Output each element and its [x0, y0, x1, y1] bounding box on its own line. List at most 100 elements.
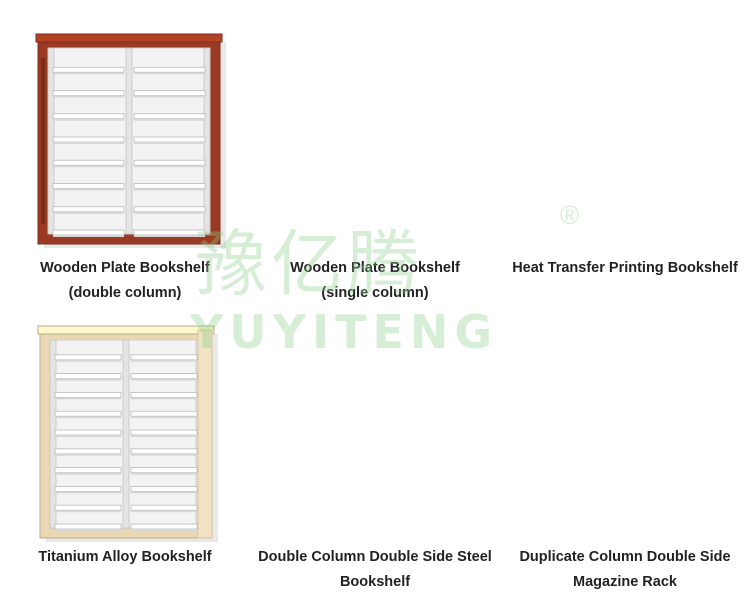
shelf-board [54, 373, 122, 379]
shelf-board-shadow [55, 378, 121, 381]
product-name-line2: Bookshelf [339, 574, 411, 590]
shelf-board [133, 66, 206, 73]
product-caption: Titanium Alloy Bookshelf [0, 545, 250, 570]
shelf-top-cap [37, 325, 215, 335]
product-name-line1: Titanium Alloy Bookshelf [38, 549, 212, 565]
shelf-board [133, 113, 206, 120]
shelf-board-shadow [131, 359, 197, 362]
product-card-heat-transfer: Heat Transfer Printing Bookshelf [500, 0, 750, 300]
shelf-board [130, 523, 198, 530]
shelf-board-shadow [134, 165, 205, 168]
product-name-line1: Wooden Plate Bookshelf [40, 260, 210, 276]
product-card-wooden-single: Wooden Plate Bookshelf (single column) [250, 0, 500, 301]
shelf-board [133, 229, 206, 236]
product-name-line2: Magazine Rack [573, 574, 677, 590]
shelf-board-shadow [53, 188, 124, 191]
shelf-board-shadow [131, 378, 197, 381]
shelf-board [52, 229, 125, 236]
shelf-board-shadow [55, 510, 121, 513]
titanium-alloy-bookshelf-image [37, 325, 218, 542]
shelf-board-shadow [53, 165, 124, 168]
product-name-line1: Heat Transfer Printing Bookshelf [512, 260, 738, 276]
shelf-board-shadow [131, 435, 197, 437]
shelf-board-shadow [53, 211, 124, 214]
product-caption: Heat Transfer Printing Bookshelf [500, 256, 750, 281]
product-name-line1: Wooden Plate Bookshelf [290, 260, 460, 276]
shelf-board-shadow [55, 435, 121, 437]
wood-side-groove [41, 58, 45, 224]
product-name-line1: Duplicate Column Double Side [519, 549, 731, 565]
shelf-board [52, 113, 125, 120]
shelf-board [130, 448, 198, 455]
shelf-board [54, 354, 122, 361]
shelf-board-shadow [134, 142, 205, 144]
shelf-board [54, 467, 122, 474]
titanium-side-panel [197, 329, 213, 539]
shelf-board-shadow [134, 118, 205, 121]
shelf-board-shadow [55, 453, 121, 456]
shelf-board [54, 392, 122, 398]
shelf-board-shadow [134, 188, 205, 191]
shelf-board [130, 392, 198, 398]
wooden-double-column-bookshelf-image [35, 33, 226, 248]
product-caption: Double Column Double Side Steel Bookshel… [250, 545, 500, 595]
shelf-board [52, 206, 125, 213]
shelf-board-shadow [131, 472, 197, 475]
shelf-upright [122, 339, 130, 529]
shelf-board-shadow [134, 95, 205, 98]
shelf-board-shadow [53, 142, 124, 144]
shelf-board-shadow [131, 529, 197, 531]
shelf-board [52, 66, 125, 73]
wooden-single-column-bookshelf-image [250, 0, 500, 250]
product-caption: Wooden Plate Bookshelf (double column) [0, 256, 250, 306]
shelf-board [54, 410, 122, 417]
shelf-board [54, 448, 122, 455]
shelf-board [52, 183, 125, 189]
product-card-steel: Double Column Double Side Steel Bookshel… [250, 300, 500, 600]
shelf-board-shadow [131, 453, 197, 456]
product-name-line2: (double column) [68, 285, 182, 301]
steel-double-side-bookshelf-image [250, 300, 500, 545]
shelf-top-cap [35, 33, 223, 43]
shelf-board [54, 485, 122, 492]
shelf-board-shadow [134, 235, 205, 237]
shelf-board [54, 429, 122, 436]
product-name-line2: (single column) [321, 285, 429, 301]
product-name-line1: Double Column Double Side Steel [258, 549, 492, 565]
shelf-board-shadow [55, 397, 121, 400]
shelf-board [133, 183, 206, 189]
shelf-board-shadow [53, 95, 124, 98]
shelf-board [52, 136, 125, 143]
shelf-board-shadow [55, 359, 121, 362]
shelf-board-shadow [134, 72, 205, 75]
shelf-board-shadow [134, 211, 205, 214]
heat-transfer-bookshelf-image [500, 0, 750, 250]
magazine-rack-image [500, 300, 750, 545]
shelf-board [130, 410, 198, 417]
shelf-board-shadow [55, 491, 121, 494]
shelf-board [130, 354, 198, 361]
product-card-magazine-rack: Duplicate Column Double Side Magazine Ra… [500, 300, 750, 600]
shelf-board [133, 206, 206, 213]
shelf-upright [125, 47, 133, 235]
shelf-board [130, 467, 198, 474]
shelf-board-shadow [131, 416, 197, 419]
shelf-board-shadow [55, 416, 121, 419]
shelf-board [52, 90, 125, 96]
product-caption: Duplicate Column Double Side Magazine Ra… [500, 545, 750, 595]
product-card-titanium: Titanium Alloy Bookshelf [0, 300, 250, 600]
shelf-board [52, 159, 125, 166]
shelf-board [130, 373, 198, 379]
shelf-board [133, 90, 206, 96]
shelf-board [133, 136, 206, 143]
shelf-board-shadow [131, 491, 197, 494]
shelf-board [54, 523, 122, 530]
shelf-board [130, 429, 198, 436]
shelf-board-shadow [53, 72, 124, 75]
shelf-board-shadow [131, 510, 197, 513]
shelf-board [54, 504, 122, 511]
product-caption: Wooden Plate Bookshelf (single column) [250, 256, 500, 306]
shelf-board-shadow [53, 235, 124, 237]
shelf-board [133, 159, 206, 166]
